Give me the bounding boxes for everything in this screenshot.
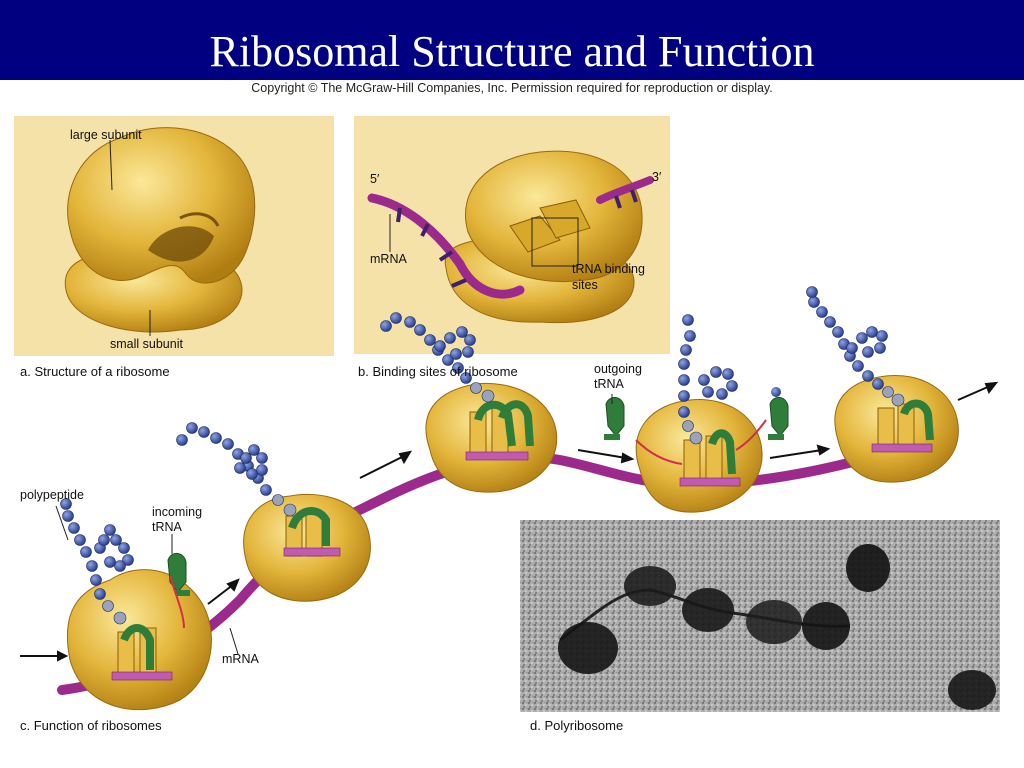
polyribosome-micrograph bbox=[520, 520, 1000, 712]
amino-acid-bead bbox=[91, 575, 102, 586]
amino-acid-bead bbox=[679, 359, 690, 370]
amino-acid-bead bbox=[703, 387, 714, 398]
label-incoming-trna-2: tRNA bbox=[152, 520, 182, 534]
caption-panel-d: d. Polyribosome bbox=[530, 718, 623, 733]
amino-acid-bead bbox=[863, 347, 874, 358]
label-polypeptide: polypeptide bbox=[20, 488, 84, 502]
amino-acid-bead bbox=[105, 557, 116, 568]
amino-acid-bead bbox=[119, 543, 130, 554]
label-mrna-c: mRNA bbox=[222, 652, 259, 666]
amino-acid-bead bbox=[87, 561, 98, 572]
amino-acid-bead bbox=[699, 375, 710, 386]
label-trna-binding: tRNA binding bbox=[572, 262, 645, 276]
ribosome-c5 bbox=[835, 375, 958, 482]
label-large-subunit: large subunit bbox=[70, 128, 142, 142]
amino-acid-bead bbox=[451, 349, 462, 360]
amino-acid-bead bbox=[95, 589, 106, 600]
amino-acid-bead bbox=[875, 343, 886, 354]
amino-acid-bead bbox=[723, 369, 734, 380]
amino-acid-bead bbox=[115, 561, 126, 572]
amino-acid-bead bbox=[681, 345, 692, 356]
amino-acid-bead bbox=[711, 367, 722, 378]
amino-acid-bead bbox=[235, 463, 246, 474]
free-trna-icon bbox=[768, 387, 788, 440]
label-small-subunit: small subunit bbox=[110, 337, 183, 351]
amino-acid-bead bbox=[257, 453, 268, 464]
label-outgoing-trna-1: outgoing bbox=[594, 362, 642, 376]
amino-acid-bead bbox=[223, 439, 234, 450]
caption-panel-c: c. Function of ribosomes bbox=[20, 718, 162, 733]
amino-acid-bead bbox=[847, 343, 858, 354]
amino-acid-bead bbox=[273, 495, 284, 506]
amino-acid-bead bbox=[683, 315, 694, 326]
amino-acid-bead bbox=[457, 327, 468, 338]
ribosome-structure-a bbox=[65, 128, 255, 332]
label-5prime: 5′ bbox=[370, 172, 379, 186]
amino-acid-bead bbox=[863, 371, 874, 382]
amino-acid-bead bbox=[853, 361, 864, 372]
amino-acid-bead bbox=[103, 601, 114, 612]
leader-mrna-c bbox=[230, 628, 238, 654]
caption-panel-a: a. Structure of a ribosome bbox=[20, 364, 170, 379]
caption-panel-b: b. Binding sites of ribosome bbox=[358, 364, 518, 379]
amino-acid-bead bbox=[261, 485, 272, 496]
amino-acid-bead bbox=[199, 427, 210, 438]
amino-acid-bead bbox=[873, 379, 884, 390]
amino-acid-bead bbox=[257, 465, 268, 476]
amino-acid-bead bbox=[471, 383, 482, 394]
amino-acid-bead bbox=[465, 335, 476, 346]
amino-acid-bead bbox=[679, 407, 690, 418]
amino-acid-bead bbox=[69, 523, 80, 534]
amino-acid-bead bbox=[405, 317, 416, 328]
amino-acid-bead bbox=[425, 335, 436, 346]
amino-acid-bead bbox=[99, 535, 110, 546]
amino-acid-bead bbox=[249, 445, 260, 456]
amino-acid-bead bbox=[111, 535, 122, 546]
amino-acid-bead bbox=[807, 287, 818, 298]
label-mrna-b: mRNA bbox=[370, 252, 407, 266]
amino-acid-bead bbox=[63, 511, 74, 522]
amino-acid-bead bbox=[679, 391, 690, 402]
label-trna-sites: sites bbox=[572, 278, 598, 292]
label-outgoing-trna-2: tRNA bbox=[594, 377, 624, 391]
outgoing-trna-icon bbox=[604, 397, 624, 440]
amino-acid-bead bbox=[105, 525, 116, 536]
amino-acid-bead bbox=[892, 394, 904, 406]
label-3prime: 3′ bbox=[652, 170, 661, 184]
amino-acid-bead bbox=[809, 297, 820, 308]
amino-acid-bead bbox=[81, 547, 92, 558]
amino-acid-bead bbox=[381, 321, 392, 332]
amino-acid-bead bbox=[685, 331, 696, 342]
amino-acid-bead bbox=[717, 389, 728, 400]
amino-acid-bead bbox=[690, 432, 702, 444]
amino-acid-bead bbox=[463, 347, 474, 358]
amino-acid-bead bbox=[679, 375, 690, 386]
amino-acid-bead bbox=[857, 333, 868, 344]
amino-acid-bead bbox=[833, 327, 844, 338]
amino-acid-bead bbox=[247, 469, 258, 480]
amino-acid-bead bbox=[241, 453, 252, 464]
amino-acid-bead bbox=[177, 435, 188, 446]
amino-acid-bead bbox=[415, 325, 426, 336]
amino-acid-bead bbox=[817, 307, 828, 318]
amino-acid-bead bbox=[825, 317, 836, 328]
amino-acid-bead bbox=[727, 381, 738, 392]
amino-acid-bead bbox=[391, 313, 402, 324]
amino-acid-bead bbox=[445, 333, 456, 344]
amino-acid-bead bbox=[187, 423, 198, 434]
amino-acid-bead bbox=[683, 421, 694, 432]
amino-acid-bead bbox=[883, 387, 894, 398]
amino-acid-bead bbox=[867, 327, 878, 338]
amino-acid-bead bbox=[114, 612, 126, 624]
amino-acid-bead bbox=[211, 433, 222, 444]
amino-acid-bead bbox=[482, 390, 494, 402]
label-incoming-trna-1: incoming bbox=[152, 505, 202, 519]
amino-acid-bead bbox=[75, 535, 86, 546]
amino-acid-bead bbox=[877, 331, 888, 342]
amino-acid-bead bbox=[284, 504, 296, 516]
amino-acid-bead bbox=[435, 341, 446, 352]
